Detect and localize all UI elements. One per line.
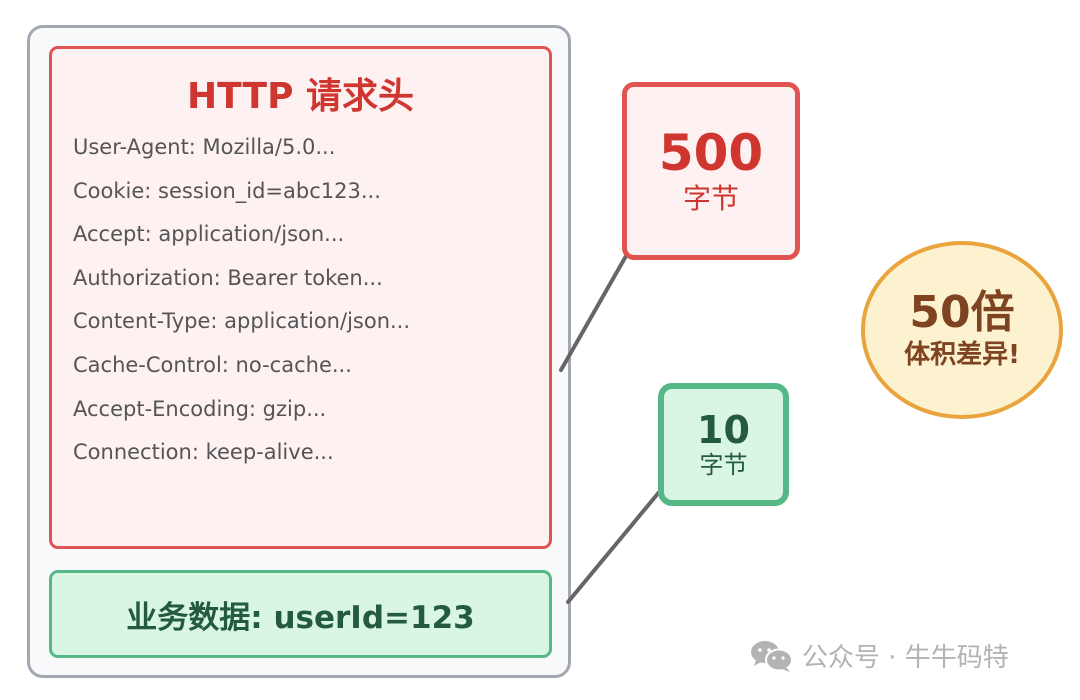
header-line: User-Agent: Mozilla/5.0...: [73, 135, 336, 159]
payload-box: 业务数据: userId=123: [49, 570, 552, 658]
ratio-value: 50倍: [909, 287, 1015, 338]
ratio-badge: 50倍 体积差异!: [861, 241, 1063, 419]
header-line: Cookie: session_id=abc123...: [73, 178, 381, 203]
header-line: Content-Type: application/json...: [73, 309, 411, 334]
header-line: Accept: application/json...: [73, 222, 345, 247]
payload-size-value: 10: [697, 407, 750, 452]
header-list: User-Agent: Mozilla/5.0... Cookie: sessi…: [73, 131, 410, 480]
header-line: Connection: keep-alive...: [73, 440, 334, 465]
header-line: Authorization: Bearer token...: [73, 265, 383, 290]
payload-size-callout: 10 字节: [658, 383, 789, 506]
watermark-text: 公众号 · 牛牛码特: [802, 643, 1009, 673]
wechat-icon: [750, 639, 794, 673]
header-line: Accept-Encoding: gzip...: [73, 396, 327, 421]
watermark: 公众号 · 牛牛码特: [750, 637, 1009, 674]
payload-connector-line: [566, 489, 662, 604]
headers-size-unit: 字节: [682, 182, 739, 215]
http-headers-box: HTTP 请求头 User-Agent: Mozilla/5.0... Cook…: [49, 46, 552, 549]
headers-title: HTTP 请求头: [187, 76, 414, 117]
payload-size-unit: 字节: [699, 450, 748, 479]
ratio-caption: 体积差异!: [904, 340, 1020, 370]
headers-size-callout: 500 字节: [622, 82, 800, 260]
headers-size-value: 500: [658, 124, 764, 182]
headers-connector-line: [559, 254, 628, 372]
header-line: Cache-Control: no-cache...: [73, 352, 352, 377]
